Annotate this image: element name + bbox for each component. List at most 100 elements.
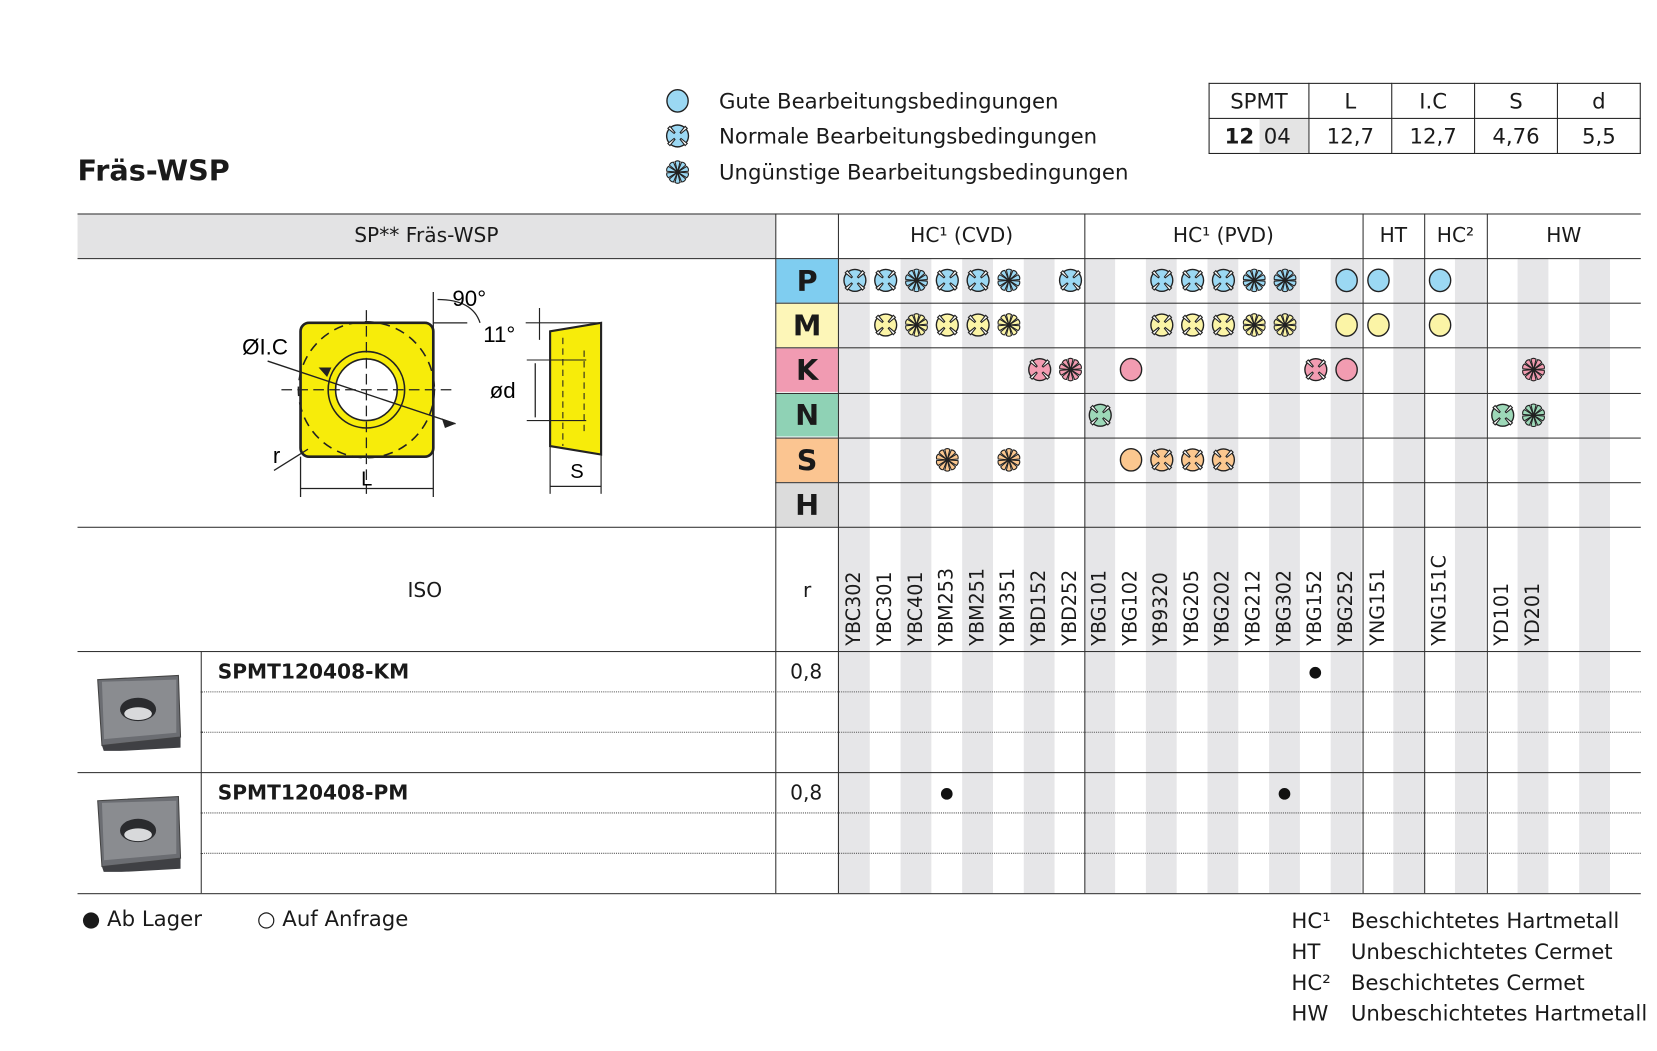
grade-column-label: YBD252 [1058,569,1082,646]
bad-condition-icon [1273,268,1296,293]
column-stripe [962,258,993,894]
divider [77,651,1641,653]
grade-column-label: YBC301 [874,571,897,646]
abbr: HW [1291,1000,1329,1026]
normal-condition-icon [1303,358,1327,382]
normal-condition-icon [1149,268,1173,292]
grade-column-label: YBG252 [1334,569,1358,646]
group-header: HC¹ (PVD) [1172,224,1274,248]
insert-image [96,671,183,752]
material-M-label: M [776,303,838,348]
iso-label: ISO [407,578,443,603]
size-bold: 12 [1224,123,1255,149]
spec-value: 12,7 [1391,117,1476,154]
spec-value: 4,76 [1474,117,1558,154]
material-H-label: H [776,482,838,527]
abbr: HC¹ [1291,908,1331,934]
normal-condition-icon [965,268,990,292]
divider [77,213,1641,215]
spec-header: S [1474,82,1558,119]
grade-column-label: YNG151 [1366,568,1390,646]
column-stripe [838,258,870,894]
good-condition-icon [1334,358,1358,382]
column-stripe [900,258,932,894]
normal-condition-icon [842,268,867,292]
good-condition-icon [1428,268,1451,293]
bad-condition-icon [666,160,689,184]
legend-good: Gute Bearbeitungsbedingungen [718,88,1059,114]
bad-condition-icon [996,268,1020,293]
grade-column-label [1579,531,1610,646]
material-N-label: N [776,393,838,437]
divider [77,526,1641,528]
divider [77,893,1641,895]
good-condition-icon [1366,268,1390,293]
bad-condition-icon [996,447,1020,472]
divider [775,437,1641,439]
abbr-desc: Beschichtetes Cermet [1350,969,1585,996]
grade-column-label [1393,531,1424,646]
grade-column-label [1610,531,1641,646]
divider [200,731,1641,733]
divider [200,651,202,894]
product-radius: 0,8 [790,781,823,805]
in-stock-legend: ● Ab Lager [81,905,202,932]
grade-column-label: YD101 [1491,582,1514,646]
grade-column-label [1455,531,1486,646]
product-name: SPMT120408-KM [217,660,410,684]
bad-condition-icon [1273,313,1296,337]
spec-header: d [1556,82,1641,119]
s-label: S [570,461,583,483]
legend-bad: Ungünstige Bearbeitungsbedingungen [718,159,1129,185]
normal-condition-icon [1058,268,1082,292]
normal-condition-icon [1211,313,1235,337]
grade-column-label [1548,531,1579,646]
d-label: ød [490,378,516,403]
on-request-legend: ○ Auf Anfrage [257,905,409,932]
grade-column-label: YD201 [1521,582,1545,646]
bad-condition-icon [1521,403,1545,427]
group-header: HC¹ (CVD) [910,224,1014,248]
legend-normal: Normale Bearbeitungsbedingungen [718,123,1098,149]
normal-condition-icon [935,268,959,292]
grade-column-label: YNG151C [1428,555,1451,646]
divider [200,852,1641,854]
grade-column-label: YBG152 [1304,569,1327,646]
bad-condition-icon [996,313,1020,337]
in-stock-dot [1309,666,1322,679]
normal-condition-icon [1180,268,1204,292]
grade-column-label: YBG302 [1273,569,1296,646]
group-header: HT [1379,224,1408,248]
grade-column-label: YBG102 [1119,569,1142,646]
normal-condition-icon [1027,358,1051,382]
in-stock-dot [940,788,953,800]
r-label: r [273,443,281,468]
spec-value: 12,7 [1308,117,1393,154]
normal-condition-icon [935,313,959,337]
normal-condition-icon [873,313,897,337]
grade-column-label: YBC401 [904,571,928,646]
abbr: HT [1291,938,1321,965]
good-condition-icon [1119,447,1142,472]
product-radius: 0,8 [790,660,823,684]
column-stripe [1454,258,1486,894]
normal-condition-icon [1149,448,1173,472]
material-S-label: S [776,438,838,482]
angle-90-label: 90° [452,286,486,311]
divider [775,213,777,894]
normal-condition-icon [1211,448,1235,472]
abbr-desc: Unbeschichtetes Hartmetall [1350,1000,1648,1026]
in-stock-dot [1278,788,1291,800]
grade-column-label: YBM251 [966,567,989,646]
divider [77,772,1641,774]
r-column-label: r [802,578,812,603]
column-stripe [1579,258,1610,894]
normal-condition-icon [665,124,690,148]
grade-column-label: YBM253 [935,567,958,646]
group-header: HC² [1436,224,1475,248]
ic-label: ØI.C [242,335,288,360]
normal-condition-icon [1088,403,1112,427]
divider [1084,213,1086,894]
